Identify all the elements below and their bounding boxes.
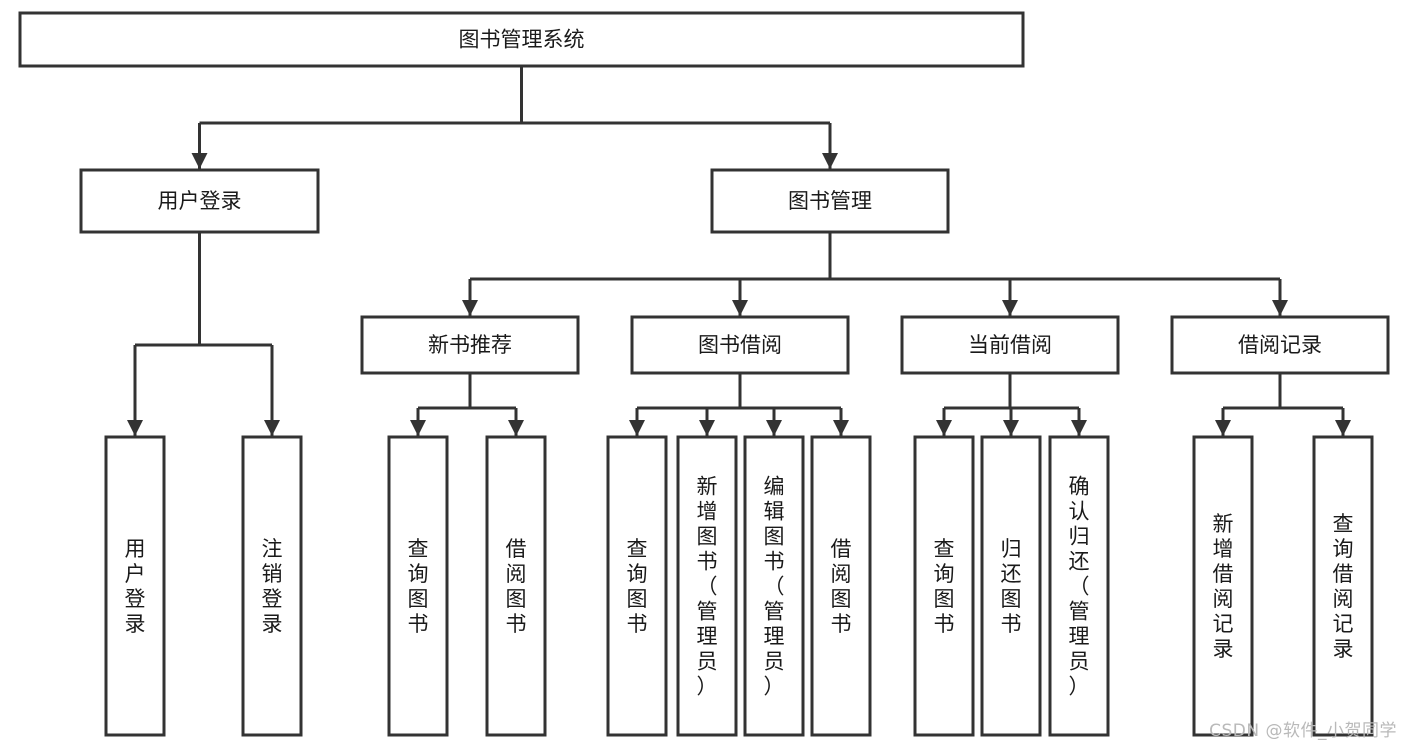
arrow-head-icon	[1003, 420, 1019, 436]
arrow-head-icon	[191, 153, 208, 169]
node-label: 注销登录	[262, 537, 283, 636]
arrow-head-icon	[1071, 420, 1087, 436]
node-leaf-borrow-book-2[interactable]: 借阅图书	[810, 435, 872, 737]
arrow-head-icon	[127, 420, 143, 436]
node-box	[1312, 435, 1374, 737]
node-label: 借阅记录	[1238, 333, 1322, 357]
node-label: 查询图书	[627, 537, 648, 636]
node-label: 新增借阅记录	[1213, 512, 1234, 661]
node-box	[676, 435, 738, 737]
connector-layer	[127, 66, 1351, 436]
arrow-head-icon	[732, 300, 748, 316]
node-user-login[interactable]: 用户登录	[79, 168, 320, 234]
node-leaf-return-book[interactable]: 归还图书	[980, 435, 1042, 737]
edge-group-current-borrow	[936, 373, 1087, 436]
node-box	[1048, 435, 1110, 737]
node-leaf-borrow-book-1[interactable]: 借阅图书	[485, 435, 547, 737]
arrow-head-icon	[462, 300, 478, 316]
node-book-manage[interactable]: 图书管理	[710, 168, 950, 234]
arrow-head-icon	[1002, 300, 1018, 316]
node-box	[630, 315, 850, 375]
node-leaf-query-record[interactable]: 查询借阅记录	[1312, 435, 1374, 737]
node-box	[710, 168, 950, 234]
node-label: 查询图书	[934, 537, 955, 636]
node-box	[913, 435, 975, 737]
node-box	[743, 435, 805, 737]
node-box	[79, 168, 320, 234]
node-layer: 图书管理系统用户登录图书管理新书推荐图书借阅当前借阅借阅记录用户登录注销登录查询…	[18, 11, 1390, 737]
node-label: 确认归还（管理员）	[1069, 475, 1090, 699]
arrow-head-icon	[936, 420, 952, 436]
arrow-head-icon	[699, 420, 715, 436]
arrow-head-icon	[833, 420, 849, 436]
node-leaf-confirm-return[interactable]: 确认归还（管理员）	[1048, 435, 1110, 737]
arrow-head-icon	[410, 420, 426, 436]
node-label: 查询图书	[408, 537, 429, 636]
arrow-head-icon	[508, 420, 524, 436]
edge-group-new-book-rec	[410, 373, 524, 436]
node-borrow-record[interactable]: 借阅记录	[1170, 315, 1390, 375]
edge-group-book-manage	[462, 232, 1288, 316]
edge-group-book-borrow	[629, 373, 849, 436]
node-label: 借阅图书	[506, 537, 527, 636]
node-box	[606, 435, 668, 737]
node-root[interactable]: 图书管理系统	[18, 11, 1025, 68]
node-box	[485, 435, 547, 737]
node-label: 图书管理系统	[459, 28, 585, 52]
node-label: 用户登录	[125, 537, 146, 636]
node-box	[810, 435, 872, 737]
node-leaf-query-book-3[interactable]: 查询图书	[913, 435, 975, 737]
arrow-head-icon	[1272, 300, 1288, 316]
node-current-borrow[interactable]: 当前借阅	[900, 315, 1120, 375]
node-box	[900, 315, 1120, 375]
node-label: 图书管理	[788, 189, 872, 213]
node-box	[104, 435, 166, 737]
node-label: 借阅图书	[831, 537, 852, 636]
node-box	[241, 435, 303, 737]
node-box	[18, 11, 1025, 68]
node-label: 查询借阅记录	[1333, 512, 1354, 661]
edge-group-borrow-record	[1215, 373, 1351, 436]
node-label: 用户登录	[158, 189, 242, 213]
node-leaf-add-book[interactable]: 新增图书（管理员）	[676, 435, 738, 737]
arrow-head-icon	[1335, 420, 1351, 436]
node-book-borrow[interactable]: 图书借阅	[630, 315, 850, 375]
node-label: 编辑图书（管理员）	[764, 475, 785, 699]
node-box	[980, 435, 1042, 737]
node-leaf-query-book-2[interactable]: 查询图书	[606, 435, 668, 737]
node-label: 图书借阅	[698, 333, 782, 357]
node-label: 当前借阅	[968, 333, 1052, 357]
node-leaf-edit-book[interactable]: 编辑图书（管理员）	[743, 435, 805, 737]
node-label: 新增图书（管理员）	[697, 475, 718, 699]
node-leaf-add-record[interactable]: 新增借阅记录	[1192, 435, 1254, 737]
edge-group-user-login	[127, 232, 280, 436]
node-label: 归还图书	[1001, 537, 1022, 636]
node-leaf-logout[interactable]: 注销登录	[241, 435, 303, 737]
node-box	[1192, 435, 1254, 737]
arrow-head-icon	[766, 420, 782, 436]
node-box	[1170, 315, 1390, 375]
edge-group-root	[191, 66, 838, 169]
arrow-head-icon	[822, 153, 838, 169]
node-label: 新书推荐	[428, 333, 512, 357]
node-leaf-user-login[interactable]: 用户登录	[104, 435, 166, 737]
arrow-head-icon	[264, 420, 280, 436]
node-leaf-query-book-1[interactable]: 查询图书	[387, 435, 449, 737]
node-box	[360, 315, 580, 375]
node-box	[387, 435, 449, 737]
arrow-head-icon	[629, 420, 645, 436]
arrow-head-icon	[1215, 420, 1231, 436]
node-new-book-rec[interactable]: 新书推荐	[360, 315, 580, 375]
